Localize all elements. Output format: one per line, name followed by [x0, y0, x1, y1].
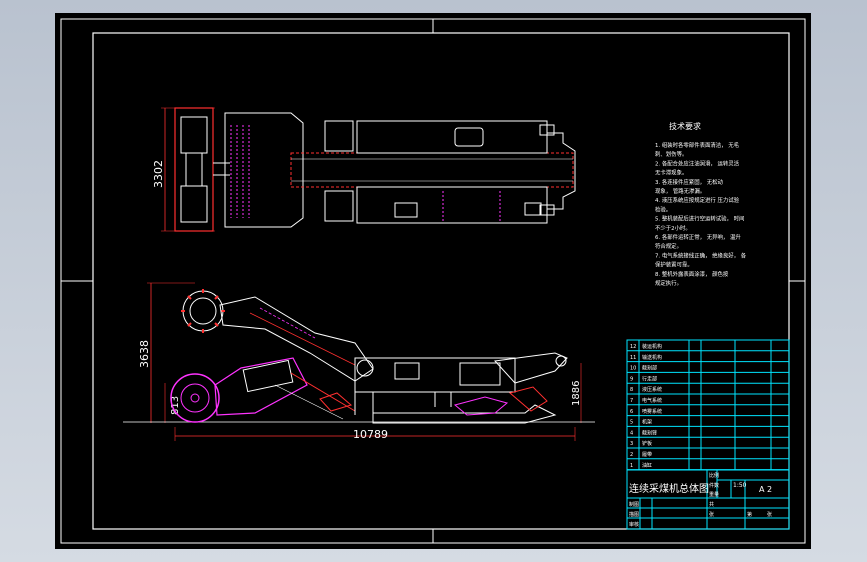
- part-name: 行走部: [642, 375, 657, 382]
- label-no: 第: [747, 511, 752, 518]
- plan-tail: [547, 132, 576, 210]
- plan-chassis-upper: [356, 120, 548, 154]
- part-number: 5: [630, 420, 633, 426]
- scale-ratio: 1:50: [733, 482, 747, 489]
- tech-note-line: 现象， 管路无渗漏。: [655, 187, 705, 195]
- part-name: 机架: [642, 419, 652, 426]
- tech-note-line: 保护装置可靠。: [655, 261, 693, 269]
- side-crawler-track: [372, 404, 557, 424]
- plan-view[interactable]: 3302: [152, 107, 576, 232]
- part-number: 11: [630, 355, 636, 361]
- sheet-outer-border: [60, 18, 806, 544]
- part-number: 7: [630, 398, 633, 404]
- tech-note-line: 8. 整机外露表面涂漆， 颜色按: [655, 270, 729, 278]
- tech-note-line: 规定执行。: [655, 279, 682, 287]
- part-name: 油缸: [642, 462, 652, 469]
- tech-note-line: 6. 各部件运转正常， 无异响， 温升: [655, 233, 741, 241]
- tech-note-line: 7. 电气系统接线正确， 绝缘良好， 各: [655, 251, 747, 259]
- side-dim-height-main: 3638: [138, 340, 151, 368]
- tech-note-line: 5. 整机装配后进行空运转试验， 时间: [655, 215, 744, 223]
- tech-note-line: 刺、划伤等。: [655, 150, 687, 158]
- cad-drawing: 3302: [60, 18, 806, 544]
- sign-row-2: 描图: [629, 511, 639, 518]
- part-name: 截割臂: [642, 429, 657, 436]
- part-number: 9: [630, 376, 633, 382]
- side-arm-lowered: [214, 357, 308, 416]
- part-number: 3: [630, 441, 633, 447]
- tech-note-line: 无卡滞现象。: [655, 169, 687, 177]
- label-scale: 比例: [709, 472, 719, 479]
- tech-notes: 技术要求 1. 组装时各零部件表面清洁， 无毛 刺、划伤等。2. 各配合处应注油…: [655, 121, 747, 287]
- tech-note-line: 2. 各配合处应注油润滑， 运转灵活: [655, 159, 740, 167]
- part-number: 2: [630, 452, 633, 458]
- part-name: 装运机构: [642, 343, 662, 350]
- plan-chassis-lower: [356, 186, 548, 224]
- plan-cutter-drum: [174, 107, 214, 232]
- part-number: 10: [630, 366, 636, 372]
- drawing-viewport[interactable]: 3302: [55, 13, 811, 549]
- label-weight: 重量: [709, 491, 719, 498]
- part-name: 履带: [642, 452, 652, 458]
- part-name: 输送机构: [642, 354, 662, 361]
- part-number: 4: [630, 430, 633, 436]
- label-count: 件数: [709, 482, 719, 489]
- drawing-title: 连续采煤机总体图: [629, 482, 709, 495]
- tech-notes-heading: 技术要求: [669, 121, 701, 131]
- side-view[interactable]: 3638 813 1886 10789: [123, 282, 595, 441]
- part-name: 电气系统: [642, 397, 662, 404]
- part-name: 截割部: [642, 365, 657, 372]
- label-sheet-b: 张: [767, 511, 772, 518]
- tech-note-line: 3. 各连接件应紧固， 无松动: [655, 178, 723, 186]
- part-number: 8: [630, 387, 633, 393]
- part-name: 喷雾系统: [642, 408, 662, 415]
- sheet-inner-border: [92, 32, 790, 530]
- part-number: 6: [630, 409, 633, 415]
- sheet-size: A 2: [759, 485, 772, 494]
- side-dim-height-low: 813: [170, 396, 181, 415]
- tech-note-line: 符合规定。: [655, 242, 682, 250]
- side-tail-boom: [493, 352, 568, 384]
- part-name: 液压系统: [642, 386, 662, 393]
- plan-cutter-head: [224, 112, 304, 228]
- label-sheet-a: 张: [709, 511, 714, 518]
- plan-dim-width: 3302: [152, 160, 165, 188]
- side-dim-height-rear: 1886: [571, 381, 582, 406]
- part-name: 铲板: [642, 440, 652, 447]
- label-total: 共: [709, 501, 714, 508]
- tech-note-line: 检验。: [655, 205, 671, 213]
- side-dim-length: 10789: [353, 428, 388, 441]
- sign-row-1: 制图: [629, 501, 639, 508]
- part-number: 12: [630, 344, 636, 350]
- sign-row-3: 审核: [629, 521, 639, 528]
- part-number: 1: [630, 463, 633, 469]
- tech-note-line: 4. 液压系统应按规定进行 压力试验: [655, 196, 740, 204]
- side-arm-raised: [219, 296, 374, 382]
- side-cutter-drum-lowered: [170, 373, 220, 423]
- side-rear-stabiliser: [453, 396, 509, 416]
- tech-note-line: 不少于2小时。: [655, 224, 691, 232]
- tech-note-line: 1. 组装时各零部件表面清洁， 无毛: [655, 141, 740, 149]
- plan-conveyor: [290, 152, 574, 188]
